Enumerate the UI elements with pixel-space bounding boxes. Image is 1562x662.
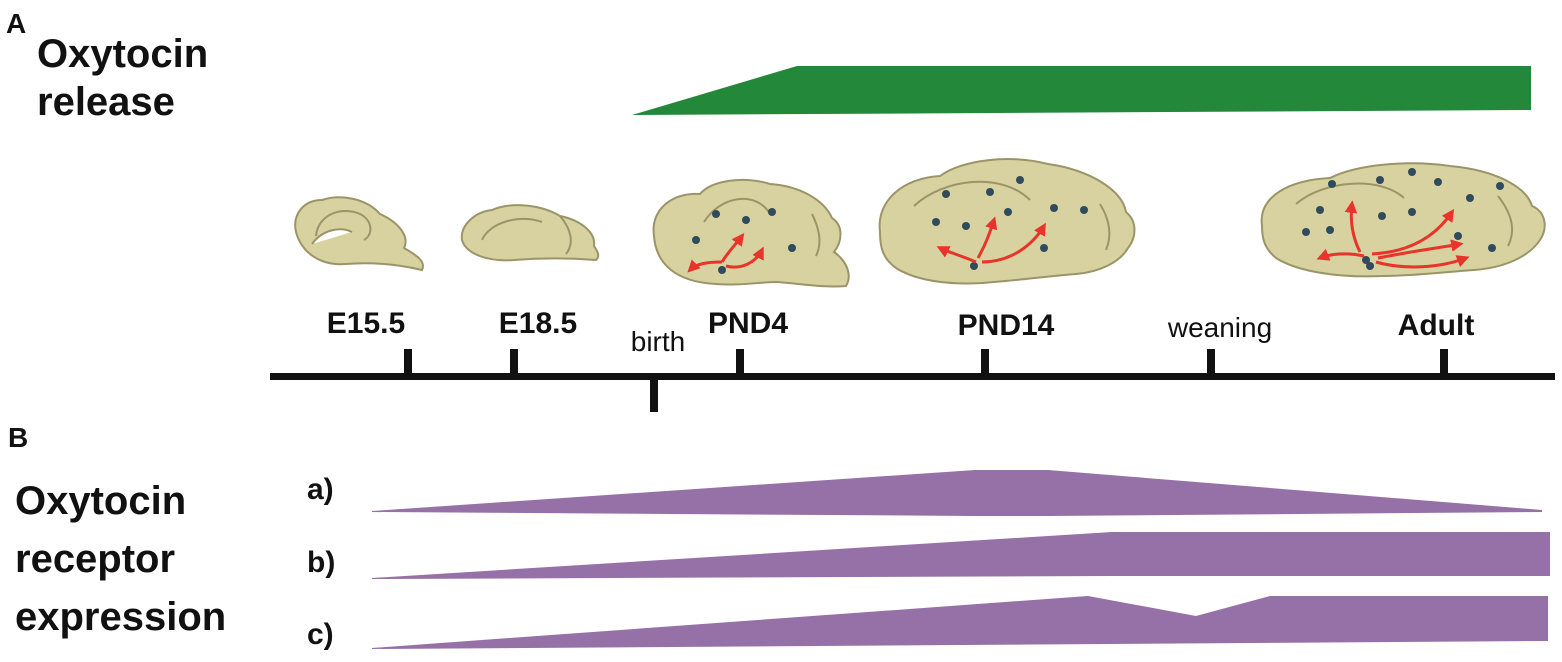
receptor-profile-c bbox=[372, 596, 1548, 649]
tick-birth bbox=[650, 378, 658, 412]
profile-label-a: a) bbox=[307, 473, 334, 506]
tick-weaning bbox=[1207, 349, 1215, 375]
stage-label-e18-5: E18.5 bbox=[498, 307, 578, 340]
brain-e18-5 bbox=[460, 204, 600, 262]
oxytocin-release-profile bbox=[632, 66, 1531, 115]
stage-label-e15-5: E15.5 bbox=[326, 307, 406, 340]
tick-pnd14 bbox=[981, 349, 989, 375]
receptor-title-line3: expression bbox=[15, 595, 227, 639]
timeline-axis bbox=[270, 349, 1555, 412]
brain-pnd4 bbox=[652, 178, 850, 288]
stage-label-adult: Adult bbox=[1397, 309, 1475, 342]
tick-adult bbox=[1440, 349, 1448, 375]
tick-pnd4 bbox=[736, 349, 744, 375]
oxytocin-release-title-line2: release bbox=[37, 80, 175, 124]
brain-adult bbox=[1260, 162, 1546, 278]
panel-a-letter: A bbox=[6, 8, 27, 39]
stage-label-pnd4: PND4 bbox=[707, 307, 789, 340]
receptor-title-line1: Oxytocin bbox=[15, 479, 187, 523]
receptor-profile-b bbox=[372, 532, 1550, 579]
brain-e15-5 bbox=[294, 196, 424, 272]
brain-pnd14 bbox=[878, 158, 1136, 285]
receptor-profile-a bbox=[372, 470, 1542, 516]
oxytocin-receptor-expression-title: Oxytocin receptor expression bbox=[15, 472, 226, 646]
event-label-weaning: weaning bbox=[1167, 312, 1273, 343]
tick-e15-5 bbox=[404, 349, 412, 375]
stage-label-pnd14: PND14 bbox=[957, 309, 1055, 342]
profile-label-b: b) bbox=[307, 546, 336, 579]
oxytocin-release-title: Oxytocin release bbox=[37, 30, 208, 126]
panel-b-letter: B bbox=[8, 422, 29, 453]
receptor-title-line2: receptor bbox=[15, 537, 176, 581]
oxytocin-release-title-line1: Oxytocin bbox=[37, 32, 209, 76]
profile-label-c: c) bbox=[307, 618, 334, 651]
tick-e18-5 bbox=[510, 349, 518, 375]
event-label-birth: birth bbox=[630, 326, 686, 357]
